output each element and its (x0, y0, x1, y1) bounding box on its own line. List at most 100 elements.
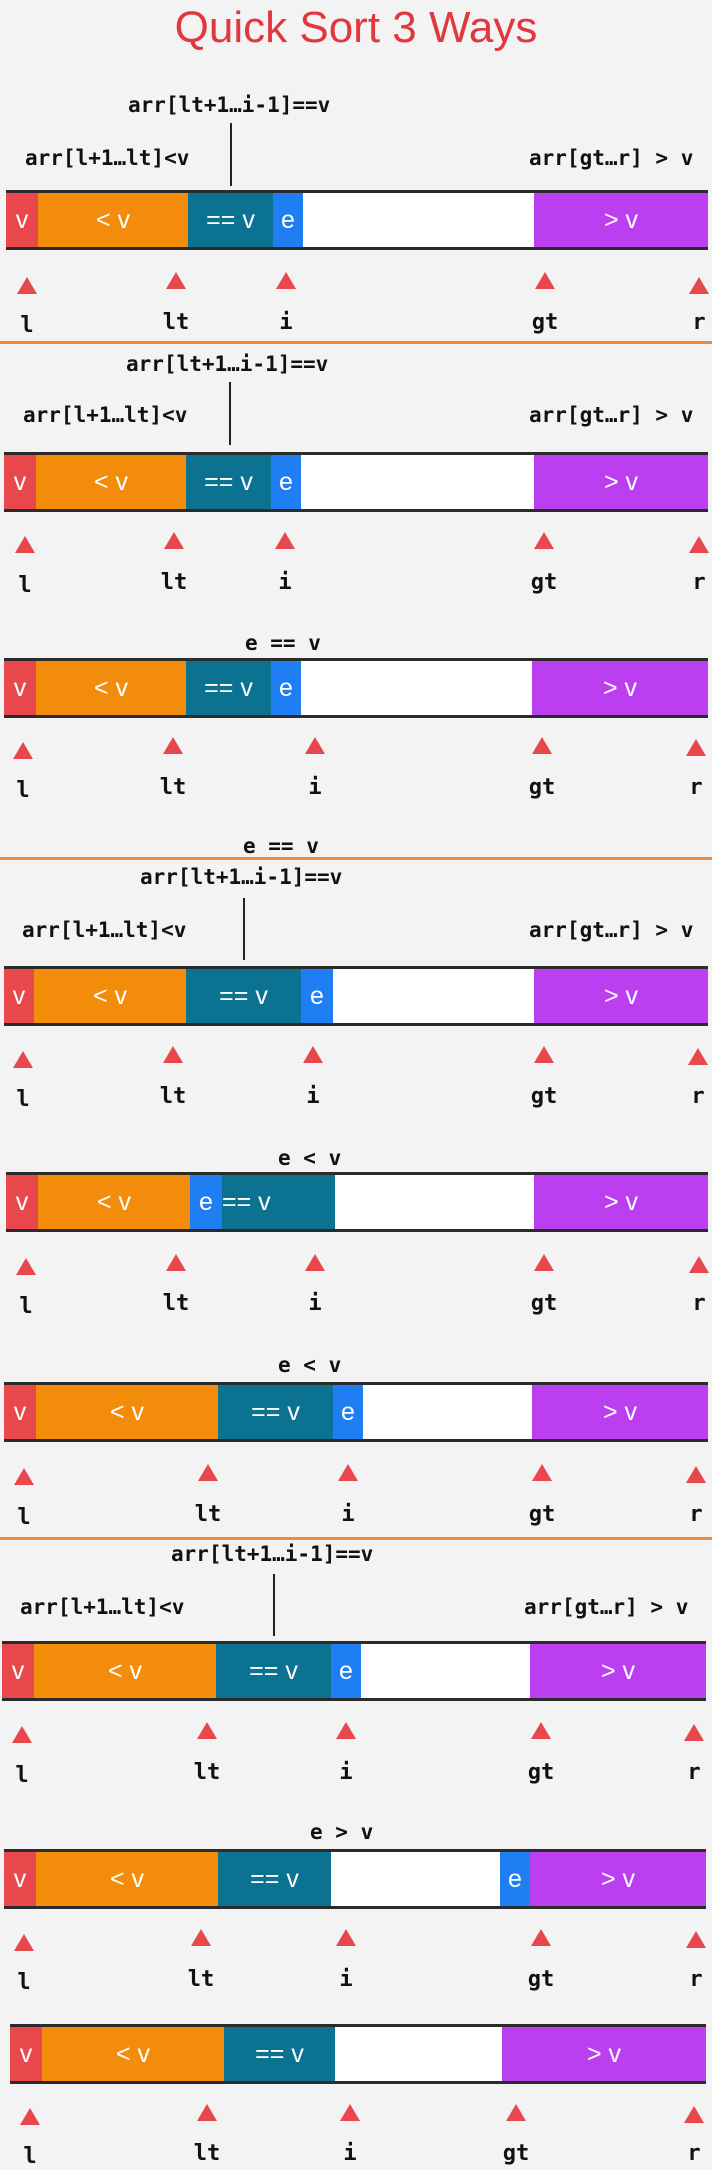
pointer-marker-l (13, 742, 33, 759)
less-segment: < v (34, 1644, 216, 1698)
pointer-marker-gt (532, 1464, 552, 1481)
invariant-greater-label: arr[gt…r] > v (529, 146, 694, 170)
equal-segment: == v (186, 455, 271, 509)
pointer-label-l: l (17, 1505, 31, 1530)
pointer-label-r: r (687, 2141, 701, 2166)
pointer-label-lt: lt (194, 1502, 222, 1527)
equal-segment: == v (186, 969, 301, 1023)
pointer-label-r: r (689, 1967, 703, 1992)
pointer-label-i: i (308, 775, 322, 800)
pointer-label-gt: gt (502, 2141, 530, 2166)
pointer-label-r: r (689, 1502, 703, 1527)
pointer-label-lt: lt (159, 775, 187, 800)
comparison-label: e < v (278, 1353, 342, 1377)
comparison-label: e == v (245, 631, 321, 655)
array-bar: v < v == v > v (10, 2024, 706, 2084)
pointer-label-r: r (687, 1760, 701, 1785)
pointer-label-l: l (20, 313, 34, 338)
greater-segment: > v (530, 1644, 706, 1698)
pivot-segment: v (4, 661, 36, 715)
array-bar: v < v == v e > v (2, 1641, 706, 1701)
current-element-segment: e (271, 455, 301, 509)
pointer-marker-i (275, 532, 295, 549)
pointer-label-gt: gt (528, 1502, 556, 1527)
pointer-marker-i (336, 1929, 356, 1946)
less-segment: < v (36, 1852, 218, 1906)
pointer-marker-l (20, 2108, 40, 2125)
pointer-label-lt: lt (162, 1291, 190, 1316)
pointer-label-r: r (691, 1084, 705, 1109)
current-element-segment: e (190, 1175, 222, 1229)
pivot-segment: v (10, 2027, 42, 2081)
pointer-label-gt: gt (527, 1760, 555, 1785)
equal-segment: == v (218, 1852, 331, 1906)
pointer-label-l: l (16, 1087, 30, 1112)
pointer-marker-i (338, 1464, 358, 1481)
invariant-less-label: arr[l+1…lt]<v (22, 918, 187, 942)
array-bar: v < v == v e > v (6, 190, 708, 250)
less-segment: < v (36, 661, 186, 715)
pointer-label-l: l (16, 778, 30, 803)
pointer-marker-gt (532, 737, 552, 754)
current-element-segment: e (301, 969, 333, 1023)
pointer-line (243, 898, 245, 960)
pointer-line (230, 123, 232, 186)
pointer-label-lt: lt (193, 2141, 221, 2166)
pointer-label-r: r (692, 570, 706, 595)
equal-segment: == v (218, 1385, 333, 1439)
pointer-label-i: i (308, 1291, 322, 1316)
pointer-marker-r (689, 1256, 709, 1273)
pointer-marker-lt (164, 532, 184, 549)
pointer-label-l: l (15, 1763, 29, 1788)
current-element-segment: e (500, 1852, 530, 1906)
pointer-label-lt: lt (162, 310, 190, 335)
equal-segment: == v (224, 2027, 335, 2081)
section-divider (0, 341, 712, 344)
pointer-marker-i (276, 272, 296, 289)
pointer-marker-gt (534, 532, 554, 549)
invariant-equal-label: arr[lt+1…i-1]==v (126, 352, 329, 376)
greater-segment: > v (532, 1385, 708, 1439)
current-element-segment: e (271, 661, 301, 715)
pointer-label-i: i (306, 1084, 320, 1109)
greater-segment: > v (534, 1175, 708, 1229)
pointer-label-lt: lt (187, 1967, 215, 1992)
section-divider (0, 1537, 712, 1540)
greater-segment: > v (534, 193, 708, 247)
pointer-marker-r (689, 277, 709, 294)
pointer-marker-r (686, 1466, 706, 1483)
pointer-marker-l (12, 1726, 32, 1743)
invariant-less-label: arr[l+1…lt]<v (20, 1595, 185, 1619)
pointer-marker-r (684, 1724, 704, 1741)
pointer-marker-gt (534, 1046, 554, 1063)
pointer-marker-lt (163, 1046, 183, 1063)
pivot-segment: v (4, 455, 36, 509)
pointer-label-gt: gt (530, 570, 558, 595)
pointer-marker-r (689, 536, 709, 553)
pivot-segment: v (4, 969, 34, 1023)
page-title: Quick Sort 3 Ways (174, 3, 538, 52)
pointer-marker-lt (197, 1722, 217, 1739)
pointer-line (273, 1574, 275, 1636)
pivot-segment: v (4, 1852, 36, 1906)
pointer-marker-i (340, 2104, 360, 2121)
pointer-label-r: r (692, 310, 706, 335)
array-bar: v < v e == v > v (6, 1172, 708, 1232)
pointer-label-gt: gt (530, 1084, 558, 1109)
pointer-marker-lt (191, 1929, 211, 1946)
pointer-label-i: i (341, 1502, 355, 1527)
pointer-marker-lt (163, 737, 183, 754)
pointer-line (229, 382, 231, 445)
pointer-label-gt: gt (527, 1967, 555, 1992)
array-bar: v < v == v e > v (4, 1382, 708, 1442)
pointer-marker-lt (166, 1254, 186, 1271)
pointer-marker-l (15, 536, 35, 553)
section-divider (0, 857, 712, 860)
comparison-label: e < v (278, 1146, 342, 1170)
invariant-equal-label: arr[lt+1…i-1]==v (140, 865, 343, 889)
pointer-label-r: r (689, 775, 703, 800)
array-bar: v < v == v e > v (4, 658, 708, 718)
pointer-marker-r (686, 739, 706, 756)
pointer-marker-gt (506, 2104, 526, 2121)
pointer-label-lt: lt (193, 1760, 221, 1785)
